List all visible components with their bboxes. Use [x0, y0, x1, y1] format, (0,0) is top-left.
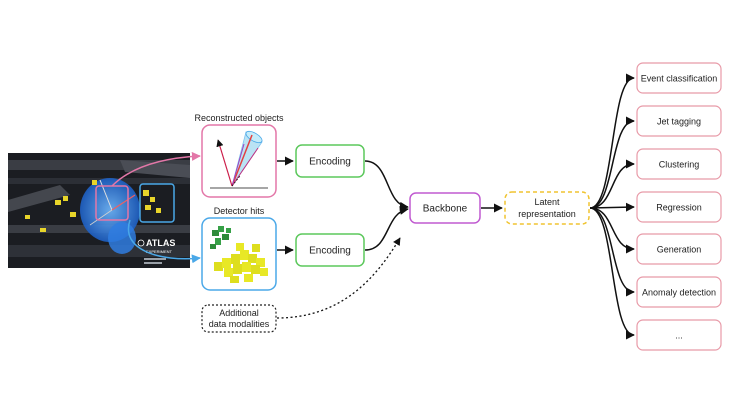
detector-hits-label: Detector hits: [214, 206, 265, 216]
arrow-to-task-5: [589, 207, 635, 254]
encoding-bottom-label: Encoding: [309, 246, 351, 257]
arrow-to-task-7: [589, 207, 635, 340]
backbone-label: Backbone: [423, 204, 468, 215]
task-list: Event classification Jet tagging Cluster…: [636, 62, 722, 351]
atlas-event-display: ATLAS EXPERIMENT: [8, 153, 190, 268]
task-label: Regression: [656, 203, 702, 213]
task-box-event-classification: Event classification: [636, 62, 722, 94]
atlas-logo-subtitle: EXPERIMENT: [146, 249, 173, 254]
task-label: Generation: [657, 245, 702, 255]
arrow-to-task-2: [589, 116, 635, 209]
reconstructed-objects-label: Reconstructed objects: [194, 113, 284, 123]
task-box-regression: Regression: [636, 191, 722, 223]
atlas-logo: ATLAS: [146, 238, 175, 248]
backbone-box: Backbone: [409, 192, 481, 224]
task-label: Jet tagging: [657, 117, 701, 127]
additional-data-modalities-box: Additional data modalities: [201, 304, 277, 333]
arrow-encoding-bottom-to-backbone: [364, 205, 409, 251]
arrow-encoding-top-to-backbone: [364, 160, 409, 211]
task-label: Clustering: [659, 160, 700, 170]
encoding-box-bottom: Encoding: [295, 233, 365, 267]
task-arrows: [589, 73, 635, 340]
arrow-to-task-3: [589, 159, 635, 209]
pink-connector: [111, 151, 201, 187]
task-box-generation: Generation: [636, 233, 722, 265]
latent-representation-box: Latent representation: [504, 191, 590, 225]
encoding-top-label: Encoding: [309, 157, 351, 168]
task-label: Event classification: [641, 74, 718, 84]
task-box-clustering: Clustering: [636, 148, 722, 180]
additional-line2: data modalities: [209, 319, 270, 329]
task-box-more: ...: [636, 319, 722, 351]
latent-line1: Latent: [534, 197, 560, 207]
task-box-jet-tagging: Jet tagging: [636, 105, 722, 137]
latent-line2: representation: [518, 209, 576, 219]
task-box-anomaly-detection: Anomaly detection: [636, 276, 722, 308]
encoding-box-top: Encoding: [295, 144, 365, 178]
arrow-to-task-1: [589, 73, 635, 209]
additional-line1: Additional: [219, 308, 259, 318]
task-label: Anomaly detection: [642, 288, 716, 298]
blue-connector: [127, 219, 201, 264]
arrow-to-task-4: [589, 202, 635, 212]
detector-hits-panel: [201, 217, 277, 291]
task-label: ...: [675, 331, 683, 341]
reconstructed-objects-panel: [201, 124, 277, 198]
arrow-to-task-6: [589, 207, 635, 297]
